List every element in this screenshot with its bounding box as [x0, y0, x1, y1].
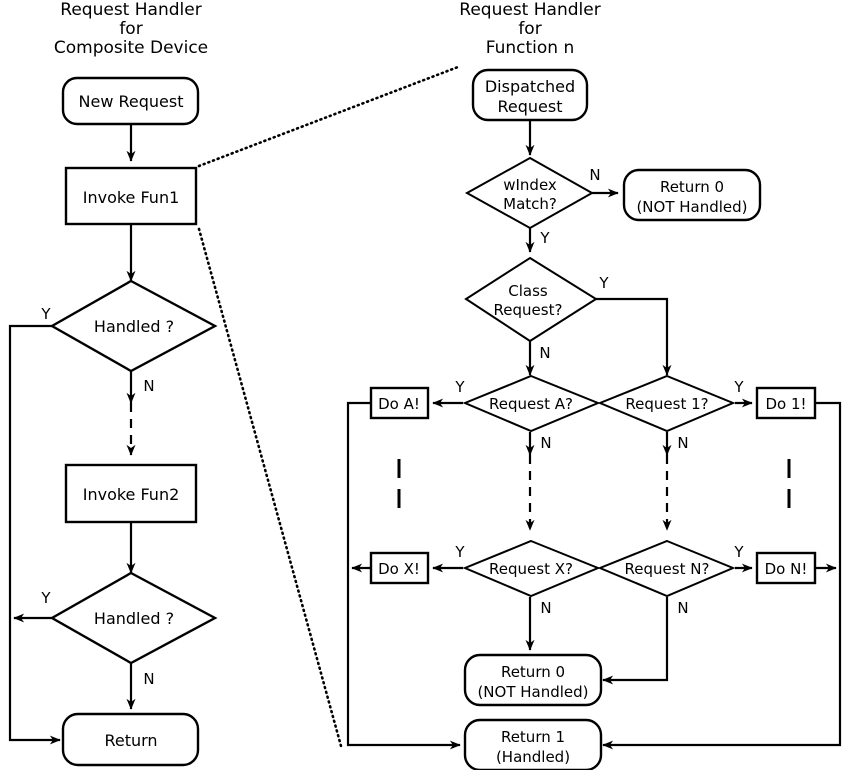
do-a-label: Do A!: [378, 395, 420, 413]
expansion-line-bottom: [197, 227, 343, 748]
request-x-yes-label: Y: [454, 543, 465, 561]
request-1-no-label: N: [677, 434, 688, 452]
do-n-shape: [755, 551, 817, 585]
request-n-label: Request N?: [625, 560, 710, 578]
node-class-request: Class Request? Y N: [464, 256, 609, 362]
handled-2-label: Handled ?: [94, 609, 174, 628]
title-right-line3: Function n: [486, 38, 575, 58]
dispatched-request-shape: [471, 68, 589, 122]
title-right-line1: Request Handler: [459, 0, 600, 20]
return1-shape: [463, 718, 603, 770]
do-x-shape: [369, 551, 430, 585]
invoke-fun1-shape: [64, 166, 198, 226]
handled-1-shape: [49, 279, 218, 373]
edge-doa-rail-to-return1: [346, 401, 461, 750]
handled-2-shape: [49, 571, 218, 665]
request-1-shape: [597, 374, 736, 433]
edge-reqn-no-to-return0: [602, 597, 669, 685]
title-left: Request Handler for Composite Device: [54, 0, 208, 58]
return0-bottom-line2: (NOT Handled): [477, 683, 588, 701]
edge-classreq-yes-to-req1: [596, 297, 672, 376]
node-request-x: Request X? Y N: [454, 539, 601, 617]
title-right-line2: for: [518, 19, 541, 39]
node-invoke-fun1: Invoke Fun1: [64, 166, 198, 226]
request-x-label: Request X?: [489, 560, 573, 578]
class-request-line1: Class: [508, 282, 548, 300]
request-a-label: Request A?: [489, 395, 573, 413]
request-x-no-label: N: [540, 599, 551, 617]
windex-match-shape: [464, 156, 595, 230]
handled-1-yes-label: Y: [40, 305, 51, 323]
do-x-label: Do X!: [378, 560, 420, 578]
new-request-label: New Request: [79, 92, 184, 111]
request-n-no-label: N: [677, 599, 688, 617]
class-yes-label: Y: [598, 274, 609, 292]
invoke-fun2-label: Invoke Fun2: [83, 485, 180, 504]
expansion-line-top: [197, 65, 460, 168]
request-a-no-label: N: [540, 434, 551, 452]
node-handled-1: Handled ? Y N: [40, 279, 218, 395]
windex-match-line1: wIndex: [503, 176, 557, 194]
handled-2-no-label: N: [143, 670, 154, 688]
node-request-n: Request N? Y N: [597, 539, 744, 617]
node-request-a: Request A? Y N: [454, 374, 601, 452]
dispatched-request-line2: Request: [498, 97, 563, 116]
dispatched-request-line1: Dispatched: [485, 77, 575, 96]
node-dispatched-request: Dispatched Request: [471, 68, 589, 122]
return1-line1: Return 1: [501, 728, 565, 746]
invoke-fun1-label: Invoke Fun1: [83, 188, 180, 207]
request-1-yes-label: Y: [733, 378, 744, 396]
title-left-line1: Request Handler: [60, 0, 201, 20]
class-request-shape: [464, 256, 598, 343]
do-1-label: Do 1!: [765, 395, 806, 413]
title-left-line2: for: [119, 19, 142, 39]
title-left-line3: Composite Device: [54, 38, 208, 58]
return0-bottom-shape: [463, 653, 603, 707]
node-do-n: Do N!: [755, 551, 817, 585]
request-1-label: Request 1?: [625, 395, 708, 413]
do-a-shape: [369, 386, 430, 420]
node-return: Return: [61, 712, 200, 767]
title-right: Request Handler for Function n: [459, 0, 600, 58]
handled-1-no-label: N: [143, 377, 154, 395]
edge-handled1-yes-rail: [8, 324, 61, 745]
return0-top-line2: (NOT Handled): [636, 198, 747, 216]
handled-2-yes-label: Y: [40, 589, 51, 607]
node-return0-bottom: Return 0 (NOT Handled): [463, 653, 603, 707]
node-return0-top: Return 0 (NOT Handled): [622, 168, 762, 222]
return0-top-shape: [622, 168, 762, 222]
windex-no-label: N: [589, 166, 600, 184]
new-request-shape: [61, 76, 200, 126]
return1-line2: (Handled): [496, 748, 570, 766]
request-a-yes-label: Y: [454, 378, 465, 396]
return0-top-line1: Return 0: [660, 178, 724, 196]
request-x-shape: [462, 539, 601, 598]
return-shape: [61, 712, 200, 767]
class-request-line2: Request?: [494, 301, 563, 319]
windex-yes-label: Y: [539, 229, 550, 247]
request-a-shape: [462, 374, 601, 433]
windex-match-line2: Match?: [503, 195, 557, 213]
return0-bottom-line1: Return 0: [501, 663, 565, 681]
node-do-1: Do 1!: [755, 386, 817, 420]
request-n-shape: [597, 539, 736, 598]
node-handled-2: Handled ? Y N: [40, 571, 218, 688]
handled-1-label: Handled ?: [94, 317, 174, 336]
invoke-fun2-shape: [64, 463, 198, 524]
node-windex-match: wIndex Match? N Y: [464, 156, 601, 247]
node-return1: Return 1 (Handled): [463, 718, 603, 770]
node-do-a: Do A!: [369, 386, 430, 420]
node-do-x: Do X!: [369, 551, 430, 585]
class-no-label: N: [539, 344, 550, 362]
do-1-shape: [755, 386, 817, 420]
node-new-request: New Request: [61, 76, 200, 126]
do-n-label: Do N!: [765, 560, 808, 578]
return-label: Return: [104, 731, 157, 750]
request-n-yes-label: Y: [733, 543, 744, 561]
node-request-1: Request 1? Y N: [597, 374, 744, 452]
edge-do1-rail-to-return1: [602, 401, 842, 750]
node-invoke-fun2: Invoke Fun2: [64, 463, 198, 524]
